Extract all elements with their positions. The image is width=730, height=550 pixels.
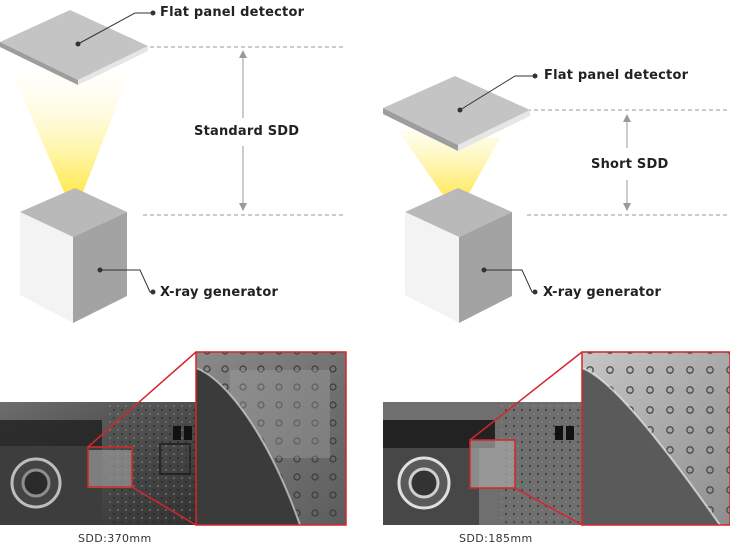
left-zoom-inset [195,352,346,526]
right-distance-label: Short SDD [591,157,669,172]
left-distance-label: Standard SDD [194,124,300,139]
left-setup [0,10,347,526]
x-ray-generator-icon-right [405,188,512,323]
detector-leader-right [457,73,538,113]
right-generator-label: X-ray generator [543,285,662,300]
right-xray-image [383,402,603,525]
right-zoom-frame [469,351,730,526]
flat-panel-detector-icon-right [383,76,530,151]
flat-panel-detector-icon [0,10,148,85]
distance-arrow-right [623,114,631,211]
left-detector-label: Flat panel detector [160,5,305,20]
generator-leader [97,267,156,295]
left-xray-image [0,402,220,525]
right-image-caption: SDD:185mm [459,532,533,545]
left-image-caption: SDD:370mm [78,532,152,545]
generator-leader-right [481,267,538,295]
x-ray-cone-icon-right [398,130,500,215]
x-ray-generator-icon [20,188,127,323]
distance-arrow [239,50,247,211]
left-generator-label: X-ray generator [160,285,279,300]
right-zoom-inset [581,352,730,526]
x-ray-cone-icon [12,72,130,215]
left-zoom-frame [87,351,347,526]
right-detector-label: Flat panel detector [544,68,689,83]
detector-leader [75,10,156,47]
right-setup [383,73,730,526]
